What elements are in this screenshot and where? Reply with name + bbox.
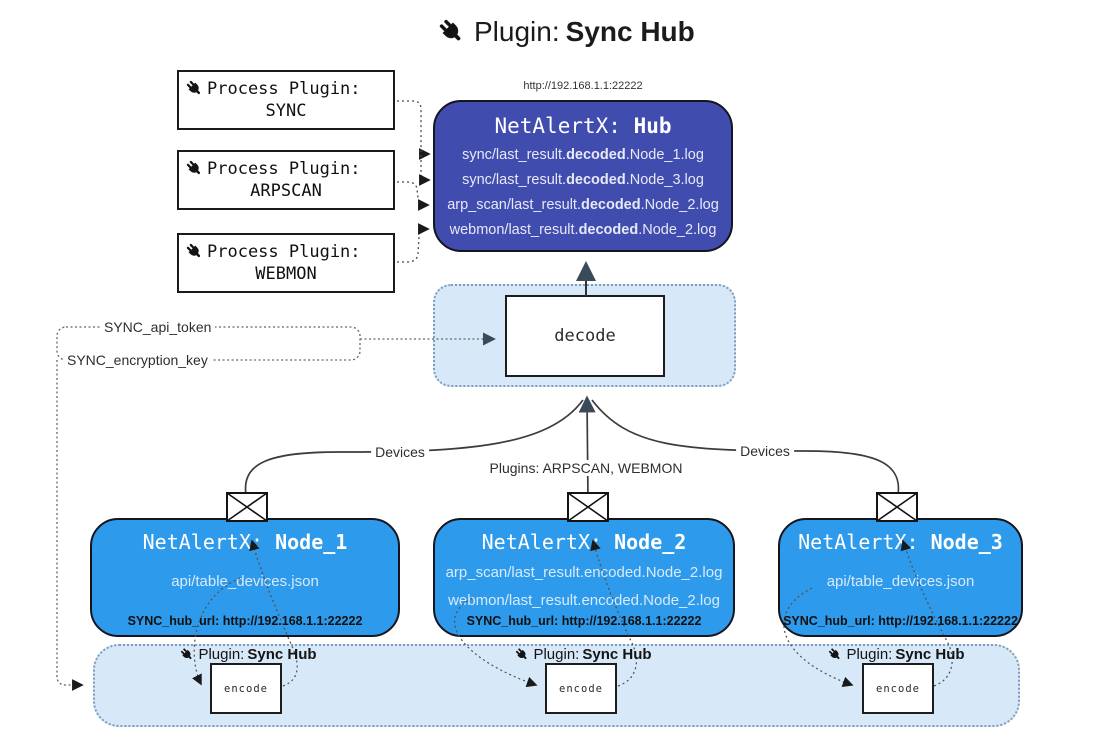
devices-label-right: Devices [736,443,794,459]
hub-file-row: webmon/last_result.decoded.Node_2.log [449,222,717,238]
node-box-node1: NetAlertX: Node_1 api/table_devices.json… [90,518,400,637]
secrets-connectors [56,326,496,691]
hub-file-row: sync/last_result.decoded.Node_3.log [462,172,704,188]
node-hub-url: SYNC_hub_url: http://192.168.1.1:22222 [466,614,702,628]
node-file: api/table_devices.json [826,573,975,590]
sync-api-token-label: SYNC_api_token [100,319,216,335]
hub-file-list: sync/last_result.decoded.Node_1.log sync… [435,143,731,243]
process-plugin-header: Process Plugin: [179,152,393,179]
node-file: arp_scan/last_result.encoded.Node_2.log [445,564,723,581]
encode-box: encode [210,663,282,714]
node-box-node3: NetAlertX: Node_3 api/table_devices.json… [778,518,1023,637]
node-title: NetAlertX: Node_3 [798,530,1003,554]
process-plugin-box-webmon: Process Plugin: WEBMON [177,233,395,293]
plug-icon [186,80,201,95]
process-plugin-header: Process Plugin: [179,72,393,99]
plug-icon [515,647,527,659]
title-bold: Sync Hub [565,16,695,47]
plugins-label: Plugins: ARPSCAN, WEBMON [485,460,687,476]
decode-box: decode [505,295,665,377]
secrets-to-encode-panel-arrow [56,360,84,691]
encode1-to-envelope [249,539,298,687]
process-plugin-label: Process Plugin: [207,242,361,262]
hub-title-prefix: NetAlertX: [494,114,634,138]
process-plugin-label: Process Plugin: [207,79,361,99]
title-prefix: Plugin: [474,16,560,47]
connector-sync-node1 [397,100,431,160]
process-plugin-name: WEBMON [255,264,317,284]
connector-sync-node3 [419,150,431,186]
encode-box: encode [862,663,934,714]
node-file: webmon/last_result.encoded.Node_2.log [448,592,720,609]
plug-icon [180,647,192,659]
hub-file-row: sync/last_result.decoded.Node_1.log [462,147,704,163]
devices-label-left: Devices [371,444,429,460]
plug-icon [828,647,840,659]
encode3-to-envelope [900,539,953,687]
node3-to-encode [783,587,854,688]
plug-icon [439,19,461,40]
process-plugin-box-arpscan: Process Plugin: ARPSCAN [177,150,395,210]
hub-title-bold: Hub [633,114,672,138]
encode-plugin-label: Plugin: Sync Hub [827,646,965,663]
envelope-icon [567,492,609,522]
node-hub-url: SYNC_hub_url: http://192.168.1.1:22222 [127,614,363,628]
plug-icon [186,243,201,258]
encode-plugin-label: Plugin: Sync Hub [514,646,652,663]
encode-plugin-label: Plugin: Sync Hub [179,646,317,663]
connector-arpscan [397,181,430,211]
plugin-to-hub-connectors [397,100,431,263]
hub-box: NetAlertX: Hub sync/last_result.decoded.… [433,100,733,252]
connector-webmon [397,223,430,263]
page-title: Plugin: Sync Hub [437,16,695,48]
process-plugin-name: SYNC [265,101,307,121]
sync-encryption-key-label: SYNC_encryption_key [63,352,212,368]
node-to-decode-curves [244,395,900,501]
encode-box: encode [545,663,617,714]
node2-to-encode [454,597,538,688]
node-hub-url: SYNC_hub_url: http://192.168.1.1:22222 [783,614,1018,628]
encode2-to-envelope [590,539,637,687]
envelope-icon [876,492,918,522]
plugins-curve-middle [578,395,596,501]
hub-url: http://192.168.1.1:22222 [523,80,643,92]
process-plugin-name: ARPSCAN [250,181,322,201]
node-box-node2: NetAlertX: Node_2 arp_scan/last_result.e… [433,518,735,637]
process-plugin-box-sync: Process Plugin: SYNC [177,70,395,130]
hub-title: NetAlertX: Hub [435,114,731,138]
node-file: api/table_devices.json [171,573,319,590]
encode-flow-connectors [192,539,953,688]
node1-to-encode [192,577,241,686]
node-title: NetAlertX: Node_1 [142,530,348,554]
envelope-icon [226,492,268,522]
secrets-loop [56,326,361,361]
process-plugin-header: Process Plugin: [179,235,393,262]
node-title: NetAlertX: Node_2 [481,530,687,554]
process-plugin-label: Process Plugin: [207,159,361,179]
hub-file-row: arp_scan/last_result.decoded.Node_2.log [447,197,719,213]
plug-icon [186,160,201,175]
